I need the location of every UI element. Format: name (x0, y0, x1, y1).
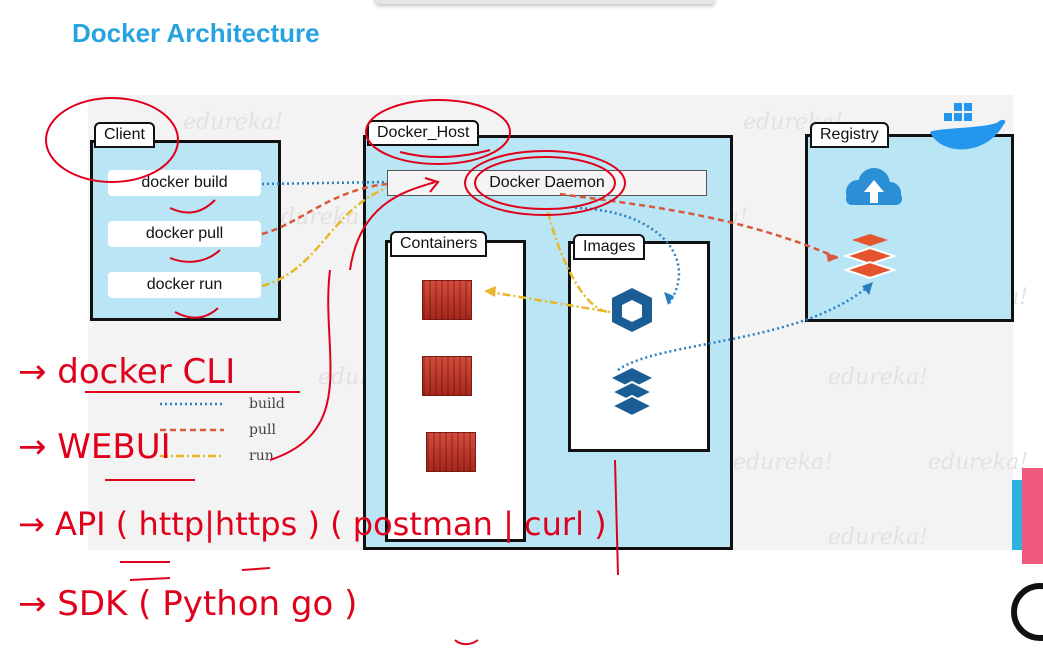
docker-whale-logo (930, 103, 1006, 150)
container-icon (422, 280, 472, 320)
circle-client (45, 97, 179, 183)
images-box (568, 241, 710, 452)
corner-logo (1011, 468, 1043, 641)
registry-stack-icon (842, 234, 898, 280)
watermark: edureka! (828, 365, 929, 390)
image-stack-icon (609, 368, 655, 418)
images-tab: Images (573, 234, 646, 260)
container-icon (426, 432, 476, 472)
arrowhead (862, 282, 873, 295)
container-icon (422, 356, 472, 396)
docker-daemon-bar: Docker Daemon (387, 170, 707, 196)
legend-label-pull: pull (249, 422, 276, 438)
circle-docker-host (365, 99, 511, 165)
watermark: edureka! (828, 525, 929, 550)
handwritten-annotations (45, 97, 626, 646)
docker-host-tab: Docker_Host (367, 120, 480, 146)
run-arrow (261, 186, 388, 288)
annotation-webui: → WEBUI (18, 427, 171, 467)
arrowhead (484, 286, 496, 297)
legend-label-run: run (249, 448, 274, 464)
legend-label-build: build (249, 396, 285, 412)
circle-daemon (464, 150, 626, 216)
docker-run-command: docker run (108, 272, 261, 298)
annotation-sdk: → SDK ( Python go ) (18, 584, 357, 624)
watermark: edureka! (183, 110, 284, 135)
registry-tab: Registry (810, 122, 889, 148)
docker-build-command: docker build (108, 170, 261, 196)
pull-arrow (261, 182, 388, 236)
page-title: Docker Architecture (72, 18, 320, 48)
arrowhead (664, 292, 674, 305)
cloud-upload-icon (846, 168, 902, 205)
watermark: edureka! (733, 450, 834, 475)
docker-pull-command: docker pull (108, 221, 261, 247)
containers-tab: Containers (390, 231, 488, 257)
watermark: edureka! (928, 450, 1029, 475)
image-hexagon-icon (612, 288, 652, 332)
top-bar (375, 0, 715, 4)
annotation-api: → API ( http|https ) ( postman | curl ) (18, 505, 607, 543)
build-arrow (261, 180, 388, 186)
image-to-registry-arrow (617, 284, 871, 372)
daemon-to-registry-arrow (559, 192, 839, 260)
client-tab: Client (94, 122, 155, 148)
registry-panel (805, 134, 1014, 322)
arrowhead (826, 252, 838, 262)
daemon-to-image-arrow (574, 206, 681, 306)
annotation-docker-cli: → docker CLI (18, 352, 235, 392)
image-to-container-arrow (489, 211, 611, 314)
